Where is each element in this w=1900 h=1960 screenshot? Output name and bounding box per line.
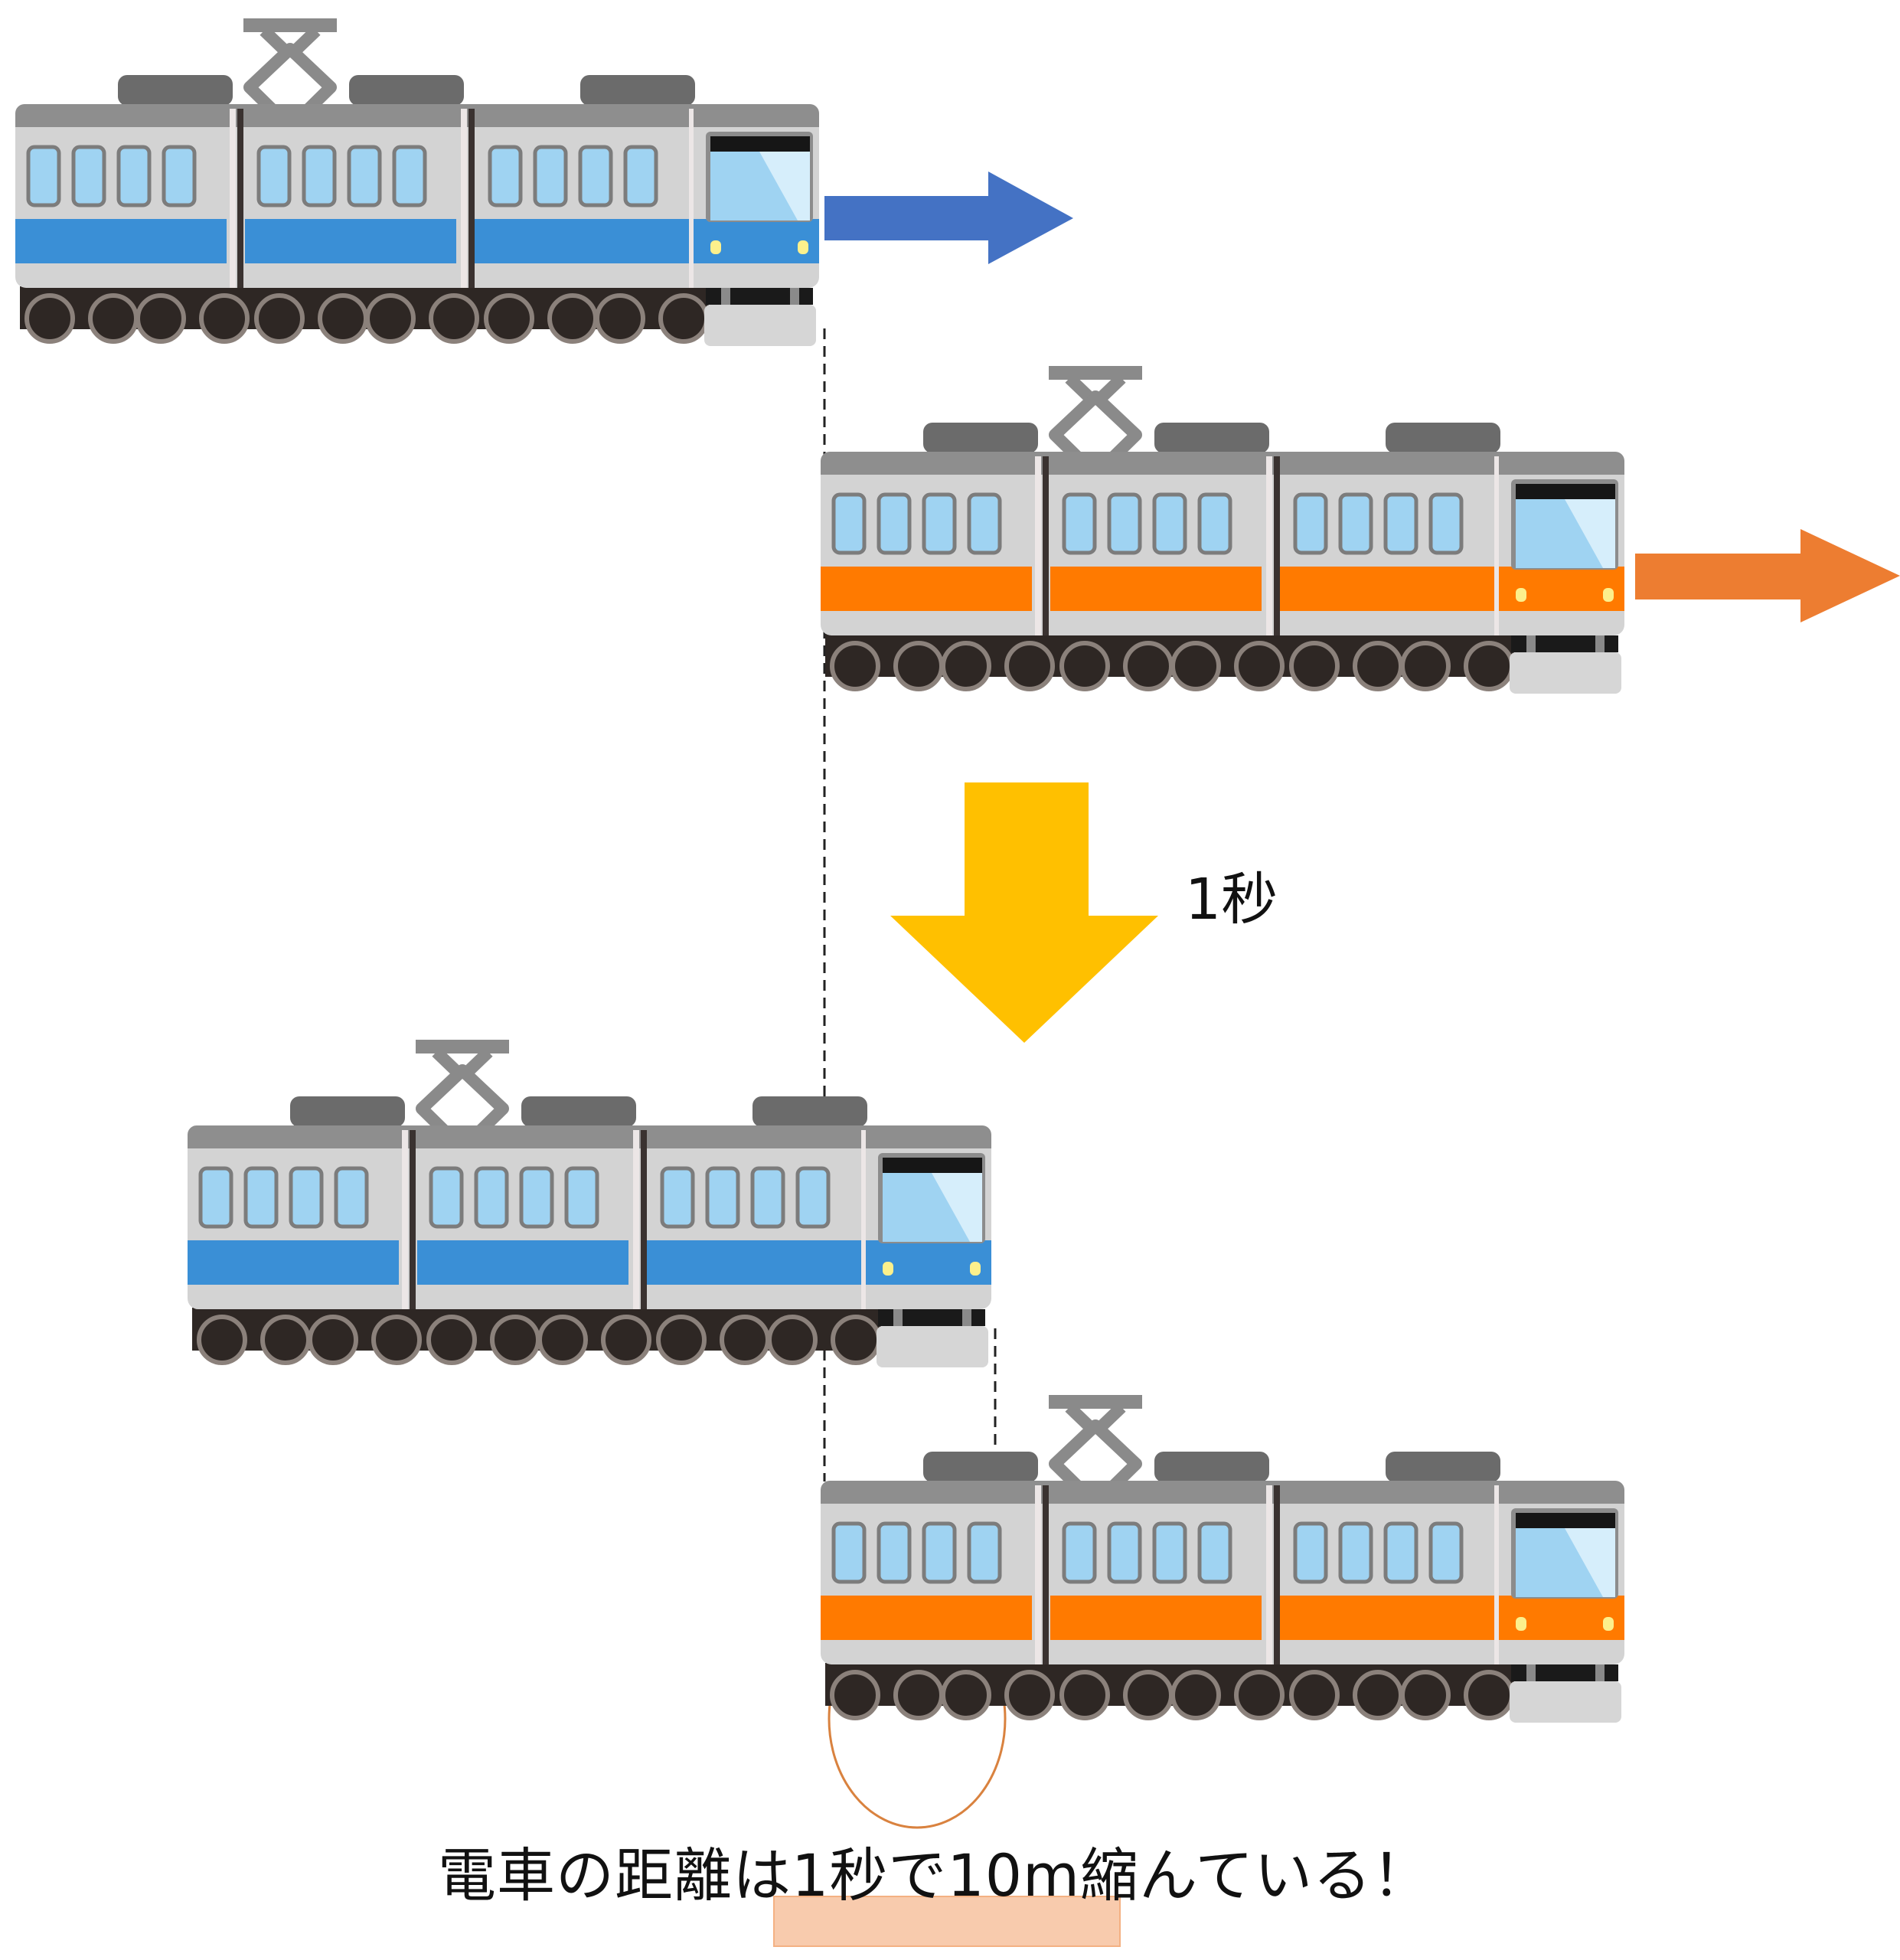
train-blue-before <box>15 25 819 346</box>
time-elapsed-down-arrow <box>890 782 1158 1043</box>
elapsed-time-label: 1秒 <box>1185 867 1278 933</box>
conclusion-caption: 電車の距離は1秒で10m縮んている！ <box>438 1841 1432 1909</box>
distance-highlight-rect <box>773 1896 1121 1947</box>
train-blue-after <box>188 1047 991 1367</box>
blue-train-direction-arrow <box>824 172 1073 264</box>
orange-train-direction-arrow <box>1635 529 1900 622</box>
train-orange-after <box>821 1402 1624 1723</box>
train-orange-before <box>821 373 1624 694</box>
